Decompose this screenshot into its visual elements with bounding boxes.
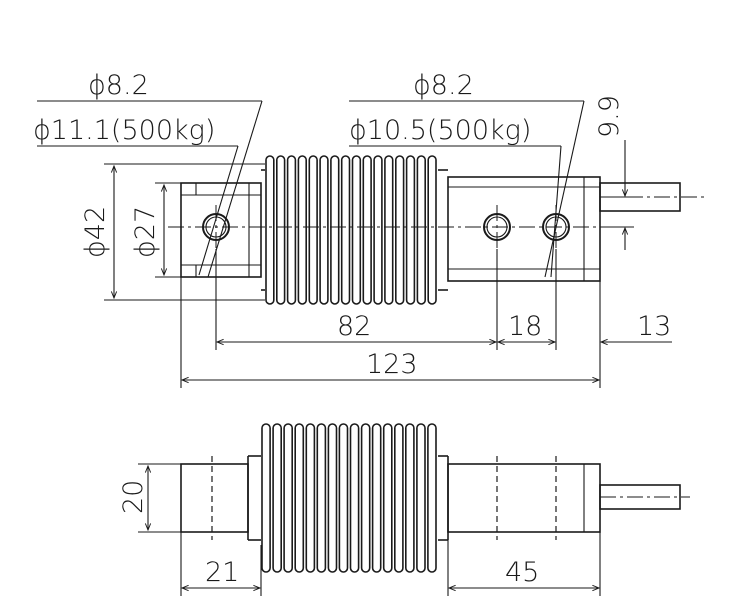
bellows-fin: [405, 155, 416, 305]
right-hole-small-label: ϕ8.2: [413, 70, 474, 101]
bellows-fin: [272, 423, 283, 573]
bellows-fin: [382, 423, 393, 573]
side-21-label: 21: [205, 557, 239, 588]
bellows-fin: [297, 155, 307, 305]
dim-82-label: 82: [337, 311, 371, 342]
bellows-fin: [308, 155, 318, 305]
bellows-fin: [265, 155, 275, 305]
bellows-fin: [351, 155, 362, 305]
bellows-fin: [362, 155, 372, 305]
bellows-side: [261, 423, 437, 573]
bellows-fin: [416, 155, 426, 305]
bellows-fin: [316, 423, 327, 573]
bellows-fin: [319, 155, 329, 305]
cable-dia-label: 9.9: [594, 95, 625, 138]
bellows-fin: [349, 423, 360, 573]
bellows-fin: [427, 423, 437, 573]
side-right-block: [447, 463, 601, 533]
left-block-outline: [180, 182, 262, 278]
side-height-label: 20: [118, 480, 149, 514]
bellows-fin: [305, 423, 316, 573]
bellows-fin: [294, 423, 305, 573]
bellows-fin: [404, 423, 415, 573]
bellows-fin: [340, 155, 351, 305]
bellows-fin: [330, 155, 340, 305]
left-hole-large-label: ϕ11.1(500kg): [33, 115, 215, 146]
dim-123-label: 123: [366, 349, 418, 380]
left-hole-small-label: ϕ8.2: [88, 70, 149, 101]
bellows-fin: [427, 155, 437, 305]
inner-height-label: ϕ27: [130, 206, 161, 258]
bellows-fin: [371, 423, 382, 573]
bellows-fin: [286, 155, 297, 305]
side-left-block: [180, 463, 249, 533]
bellows-fin: [283, 423, 294, 573]
bellows-top: [265, 155, 437, 305]
bellows-fin: [360, 423, 371, 573]
bellows-fin: [373, 155, 383, 305]
dim-18-label: 18: [508, 311, 542, 342]
outer-height-label: ϕ42: [80, 206, 111, 258]
right-block-outline: [447, 176, 601, 282]
top-view: [37, 100, 708, 388]
bellows-fin: [393, 423, 404, 573]
bellows-fin: [384, 155, 394, 305]
bellows-fin: [416, 423, 426, 573]
dim-13-label: 13: [637, 311, 671, 342]
bellows-fin: [327, 423, 338, 573]
bellows-fin: [338, 423, 349, 573]
side-view: [138, 423, 690, 596]
bellows-fin: [261, 423, 271, 573]
right-hole-large-label: ϕ10.5(500kg): [349, 115, 531, 146]
side-45-label: 45: [505, 557, 539, 588]
bellows-fin: [394, 155, 405, 305]
bellows-fin: [275, 155, 286, 305]
